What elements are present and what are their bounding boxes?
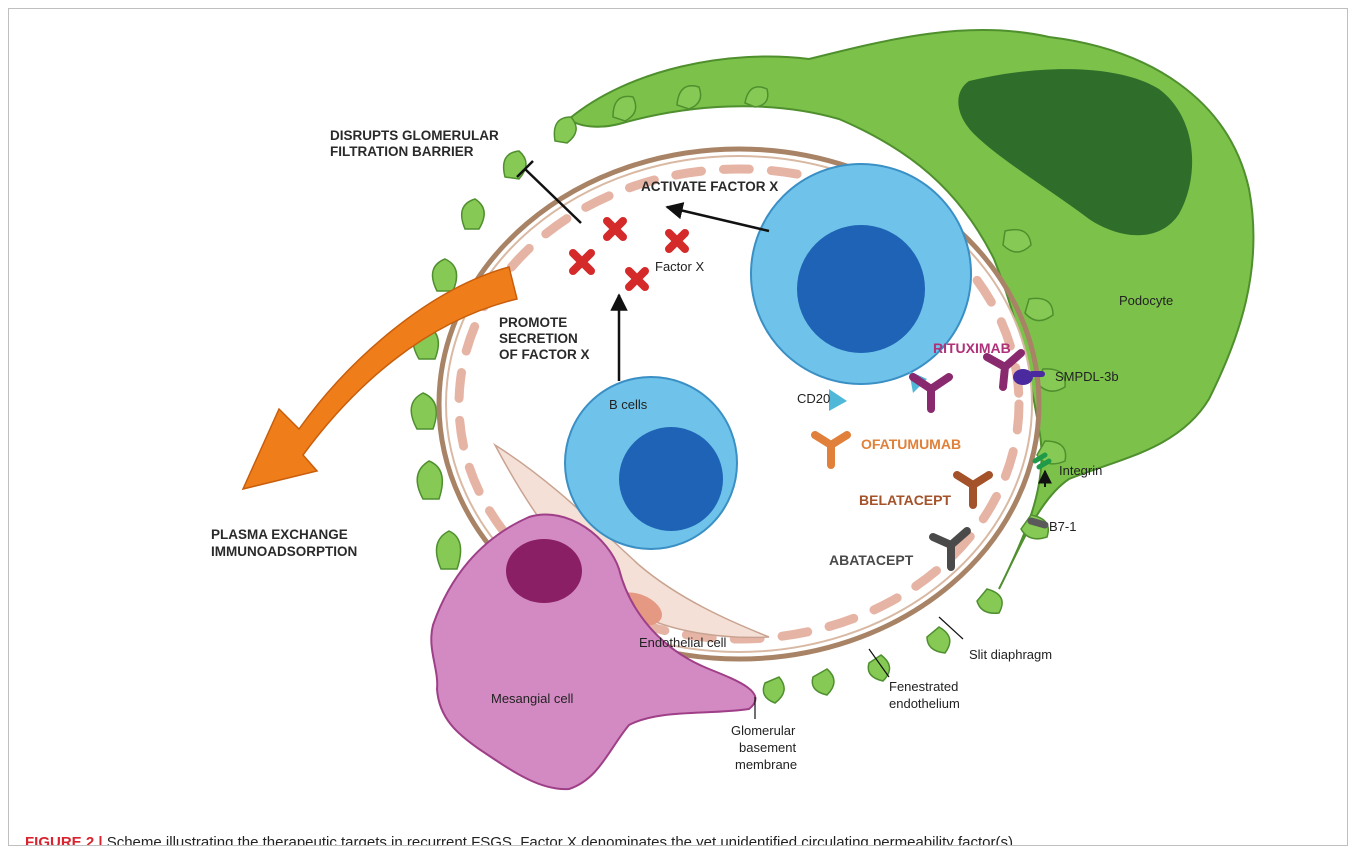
label-plasma-exchange: PLASMA EXCHANGE IMMUNOADSORPTION: [211, 527, 357, 559]
figure-caption: FIGURE 2 | Scheme illustrating the thera…: [25, 834, 1345, 846]
label-activate: ACTIVATE FACTOR X: [641, 179, 778, 194]
b-cell-large-nucleus: [797, 225, 925, 353]
label-mesangial-cell: Mesangial cell: [491, 691, 573, 706]
b-cell-small-nucleus: [619, 427, 723, 531]
label-factor-x: Factor X: [655, 259, 704, 274]
label-integrin: Integrin: [1059, 463, 1102, 478]
label-endothelial-cell: Endothelial cell: [639, 635, 727, 650]
label-b-cells: B cells: [609, 397, 648, 412]
label-slit-diaphragm: Slit diaphragm: [969, 647, 1052, 662]
label-disrupts: DISRUPTS GLOMERULAR FILTRATION BARRIER: [330, 128, 503, 159]
label-cd20: CD20: [797, 391, 830, 406]
label-smpdl-3b: SMPDL-3b: [1055, 369, 1119, 384]
label-rituximab: RITUXIMAB: [933, 340, 1011, 356]
b7-1-marker: [1031, 521, 1045, 525]
label-abatacept: ABATACEPT: [829, 552, 914, 568]
label-fenestrated: Fenestrated endothelium: [889, 679, 962, 711]
caption-label: FIGURE 2 |: [25, 834, 103, 846]
label-belatacept: BELATACEPT: [859, 492, 951, 508]
label-b7-1: B7-1: [1049, 519, 1076, 534]
caption-text: Scheme illustrating the therapeutic targ…: [103, 834, 1018, 846]
label-podocyte: Podocyte: [1119, 293, 1173, 308]
label-gbm: Glomerular basement membrane: [731, 723, 800, 772]
figure-frame: DISRUPTS GLOMERULAR FILTRATION BARRIER A…: [8, 8, 1348, 846]
mesangial-nucleus: [506, 539, 582, 603]
label-ofatumumab: OFATUMUMAB: [861, 436, 961, 452]
diagram: DISRUPTS GLOMERULAR FILTRATION BARRIER A…: [9, 9, 1348, 809]
